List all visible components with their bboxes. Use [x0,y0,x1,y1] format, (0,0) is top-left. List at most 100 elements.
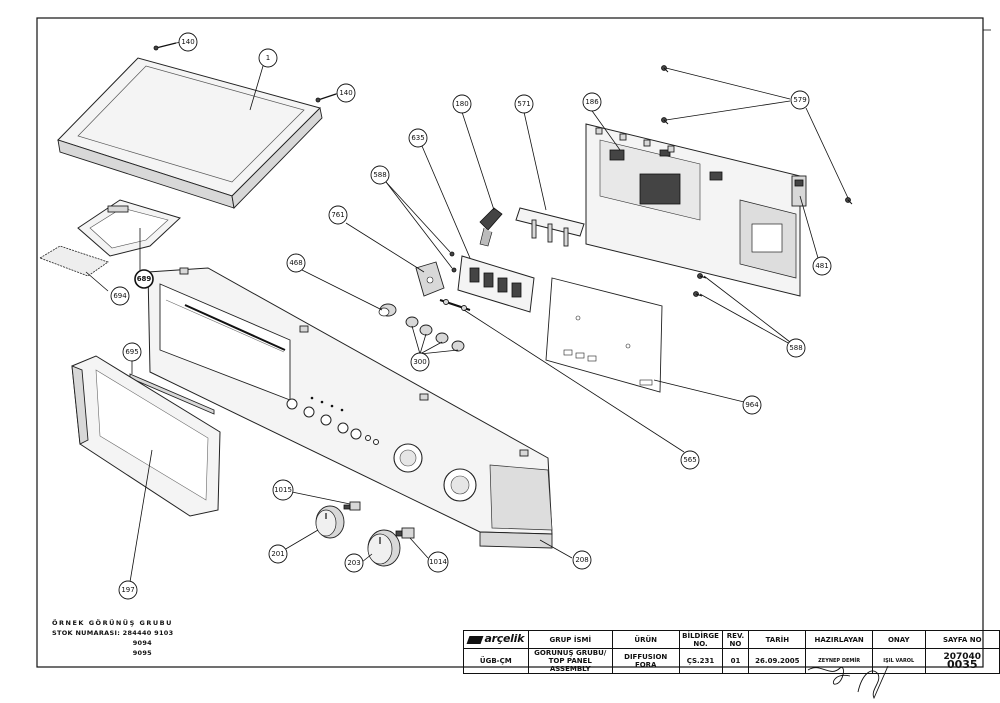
callout-label: 761 [331,211,344,219]
stock-info: ÖRNEK GÖRÜNÜŞ GRUBU STOK NUMARASI: 28444… [52,618,173,658]
callout-300: 300 [410,352,430,372]
callout-571: 571 [514,94,534,114]
callout-label: 468 [289,259,302,267]
callout-bubble [258,48,278,68]
callout-bubble [344,553,364,573]
stock-title: ÖRNEK GÖRÜNÜŞ GRUBU [52,619,173,627]
callout-635: 635 [408,128,428,148]
callout-bubble [452,94,472,114]
callout-689: 689 [134,269,154,289]
callout-bubble [572,550,592,570]
callout-label: 1 [266,54,270,62]
callout-label: 481 [815,262,828,270]
part-screw-140 [153,42,337,103]
callout-label: 203 [347,559,360,567]
callout-label: 140 [339,89,352,97]
callout-label: 689 [137,275,152,283]
callout-bubble [582,92,602,112]
callout-label: 197 [121,586,134,594]
part-565 [439,299,471,311]
callout-201: 201 [268,544,288,564]
callout-bubble [786,338,806,358]
callout-bubble [336,83,356,103]
callout-bubble [514,94,534,114]
callout-bubble [410,352,430,372]
callout-label: 694 [113,292,127,300]
callout-label: 201 [271,550,284,558]
callout-label: 208 [575,556,588,564]
revision-value: 01 [721,648,750,674]
product-header: ÜRÜN [611,630,680,649]
stock-number: STOK NUMARASI: 284440 9103 [52,629,174,637]
part-insulation-sheet [545,277,663,393]
stock-number-extra-1: 9094 [132,639,152,647]
part-top-lid [57,57,323,209]
callout-label: 964 [745,401,759,409]
callout-label: 579 [793,96,806,104]
prepared-by-header: HAZIRLAYAN [805,630,874,649]
callout-label: 1014 [429,558,447,566]
part-761 [415,261,445,297]
callout-565: 565 [680,450,700,470]
callout-1: 1 [258,48,278,68]
callout-bubble [272,479,294,501]
callout-140b: 140 [336,83,356,103]
brand-logo: arçelik [463,630,529,649]
page-number-header: SAYFA NO [924,630,1000,649]
callout-140a: 140 [178,32,198,52]
title-block: arçelik GRUP İSMİ ÜRÜN BİLDİRGE NO. REV.… [463,630,1000,674]
callout-label: 588 [373,171,386,179]
part-screws-588 [693,273,707,297]
product-value: DIFFUSION FORA [611,648,680,674]
callout-579: 579 [790,90,810,110]
callout-label: 1015 [274,486,292,494]
callout-bubble [812,256,832,276]
part-571 [515,207,585,247]
callout-bubble [178,32,198,52]
part-front-panel [147,267,553,549]
part-180 [479,207,503,247]
part-buttons-300 [405,316,465,352]
callout-bubble [122,342,142,362]
part-drawer-front [71,355,221,517]
callout-186: 186 [582,92,602,112]
part-drawer-cover [77,199,181,257]
callout-bubble [328,205,348,225]
date-value: 26.09.2005 [748,648,807,674]
callout-label: 300 [413,358,426,366]
bildirge-header: BİLDİRGE NO. [678,630,723,649]
callout-label: 565 [683,456,696,464]
prepared-by-value: ZEYNEP DEMİR [805,648,874,674]
callout-label: 571 [517,100,530,108]
arcelik-logo-icon [466,636,483,644]
signature-scribbles [807,665,889,700]
callout-bubble [268,544,288,564]
callout-468: 468 [286,253,306,273]
part-axle-1014 [395,527,415,539]
callout-588b: 588 [786,338,806,358]
part-button-holder [449,251,535,313]
callout-bubble [134,269,154,289]
callout-481: 481 [812,256,832,276]
page-number-value: 207040 0035 [924,648,1000,674]
group-name-value: GÖRÜNÜŞ GRUBU/ TOP PANEL ASSEMBLY [527,648,613,674]
callout-bubble [427,551,449,573]
callout-bubble [370,165,390,185]
callout-bubble [286,253,306,273]
callout-bubble [790,90,810,110]
callout-label: 186 [585,98,599,106]
page-number-prefix: 207040 [943,651,982,662]
callout-label: 588 [789,344,802,352]
callout-bubble [408,128,428,148]
part-electronic-board [585,123,801,297]
callout-1015: 1015 [272,479,294,501]
callout-bubble [110,286,130,306]
callout-180: 180 [452,94,472,114]
part-label-694 [39,245,109,277]
group-name-header: GRUP İSMİ [527,630,613,649]
callout-588a: 588 [370,165,390,185]
leader-lines [85,41,849,583]
revision-header: REV. NO [721,630,750,649]
